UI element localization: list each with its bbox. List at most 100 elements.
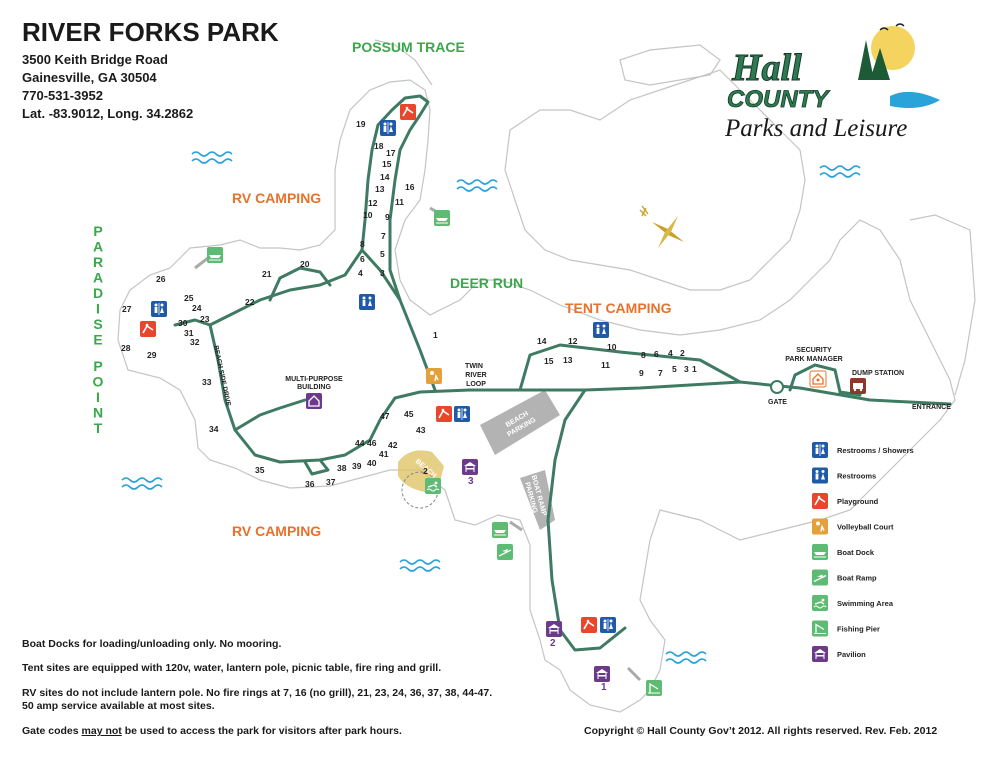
- legend-label: Restrooms: [837, 472, 876, 481]
- campsite-number: 23: [200, 314, 210, 324]
- restroom-shower-icon: [600, 617, 616, 633]
- legend-label: Pavilion: [837, 650, 866, 659]
- restroom-shower-icon: [380, 120, 396, 136]
- campsite-number: 46: [367, 438, 377, 448]
- campsite-number: 25: [184, 293, 194, 303]
- volleyball-icon: [812, 518, 828, 535]
- area-tent-camping: TENT CAMPING: [565, 300, 672, 316]
- fishing-pier-icon: [646, 680, 662, 696]
- campsite-number: 7: [381, 231, 386, 241]
- multipurpose-label-1: MULTI-PURPOSE: [285, 376, 343, 383]
- campsite-number: 10: [363, 210, 373, 220]
- playground-icon: [812, 493, 828, 509]
- campsite-number: 4: [358, 268, 363, 278]
- campsite-number: 3: [684, 364, 689, 374]
- facility-icons: [140, 104, 866, 696]
- gate-label: GATE: [768, 399, 787, 406]
- campsite-number: 47: [380, 411, 390, 421]
- road-label-twin: TWIN: [465, 363, 483, 370]
- campsite-number: 37: [326, 477, 336, 487]
- area-rv-camping-north: RV CAMPING: [232, 190, 321, 206]
- campsite-number: 3: [380, 268, 385, 278]
- legend-label: Volleyball Court: [837, 523, 894, 532]
- campsite-number: 4: [668, 348, 673, 358]
- boat-dock-icon: [492, 522, 508, 538]
- campsite-number: 34: [209, 424, 219, 434]
- copyright: Copyright © Hall County Gov’t 2012. All …: [584, 725, 938, 737]
- campsite-number: 38: [337, 463, 347, 473]
- restroom-shower-icon: [454, 406, 470, 422]
- campsite-number: 1: [692, 364, 697, 374]
- playground-icon: [140, 321, 156, 337]
- campsite-number: 8: [641, 350, 646, 360]
- legend-label: Restrooms / Showers: [837, 446, 914, 455]
- note-gate-a: Gate codes: [22, 725, 82, 737]
- fishing-pier-icon: [812, 620, 828, 637]
- pavilion-icon: [594, 666, 610, 682]
- entrance-label: ENTRANCE: [912, 404, 951, 411]
- campsite-number: 17: [386, 148, 396, 158]
- pavilion-icon: [546, 621, 562, 637]
- land-outline: [117, 39, 976, 713]
- logo-hall: Hall: [731, 47, 802, 89]
- dump-station-icon: [850, 378, 866, 394]
- campsite-number: 20: [300, 259, 310, 269]
- pavilion-icon: [462, 459, 478, 475]
- campsite-number: 15: [382, 159, 392, 169]
- security-label-1: SECURITY: [796, 347, 832, 354]
- logo-county: COUNTY: [727, 86, 830, 113]
- campsite-number: 26: [156, 274, 166, 284]
- restroom-shower-icon: [812, 442, 828, 458]
- note-boat-docks: Boat Docks for loading/unloading only. N…: [22, 638, 282, 650]
- area-deer-run: DEER RUN: [450, 275, 523, 291]
- gate: [770, 380, 784, 394]
- park-address-line1: 3500 Keith Bridge Road: [22, 52, 168, 67]
- playground-icon: [436, 406, 452, 422]
- security-label-2: PARK MANAGER: [785, 356, 842, 363]
- campsite-number: 27: [122, 304, 132, 314]
- logo-parks: Parks and Leisure: [724, 115, 907, 142]
- campsite-number: 45: [404, 409, 414, 419]
- restroom-shower-icon: [151, 301, 167, 317]
- pavilion-icon: [812, 646, 828, 662]
- campsite-numbers: 1234567891011121314151617181920212223242…: [121, 119, 697, 489]
- area-rv-camping-south: RV CAMPING: [232, 523, 321, 539]
- campsite-number: 21: [262, 269, 272, 279]
- note-rv-sites: RV sites do not include lantern pole. No…: [22, 687, 493, 699]
- playground-icon: [400, 104, 416, 120]
- building-icon: [306, 393, 322, 409]
- park-coordinates: Lat. -83.9012, Long. 34.2862: [22, 106, 194, 121]
- campsite-number: 6: [654, 349, 659, 359]
- manager-icon: [809, 370, 827, 388]
- campsite-number: 36: [305, 479, 315, 489]
- pavilion-1-number: 1: [601, 682, 607, 693]
- campsite-number: 40: [367, 458, 377, 468]
- park-title: RIVER FORKS PARK: [22, 17, 279, 47]
- campsite-number: 43: [416, 425, 426, 435]
- swimming-icon: [812, 595, 828, 611]
- road-network: [173, 94, 952, 652]
- campsite-number: 10: [607, 342, 617, 352]
- campsite-number: 33: [202, 377, 212, 387]
- note-gate-codes: Gate codes may not be used to access the…: [22, 725, 402, 737]
- boat-dock-icon: [207, 247, 223, 263]
- campsite-number: 15: [544, 356, 554, 366]
- restroom-icon: [359, 294, 375, 310]
- campsite-number: 11: [395, 197, 404, 207]
- playground-icon: [581, 617, 597, 633]
- campsite-number: 44: [355, 438, 365, 448]
- note-50-amp: 50 amp service available at most sites.: [22, 700, 215, 712]
- campsite-number: 9: [639, 368, 644, 378]
- campsite-number: 31: [184, 328, 194, 338]
- restroom-icon: [593, 322, 609, 338]
- pavilion-2-number: 2: [550, 638, 556, 649]
- campsite-number: 14: [380, 172, 390, 182]
- road-label-loop: LOOP: [466, 381, 486, 388]
- campsite-number: 13: [375, 184, 385, 194]
- note-gate-b: may not: [81, 725, 122, 737]
- note-gate-c: be used to access the park for visitors …: [121, 725, 402, 737]
- multipurpose-label-2: BUILDING: [297, 384, 331, 391]
- campsite-number: 28: [121, 343, 131, 353]
- campsite-number: 5: [380, 249, 385, 259]
